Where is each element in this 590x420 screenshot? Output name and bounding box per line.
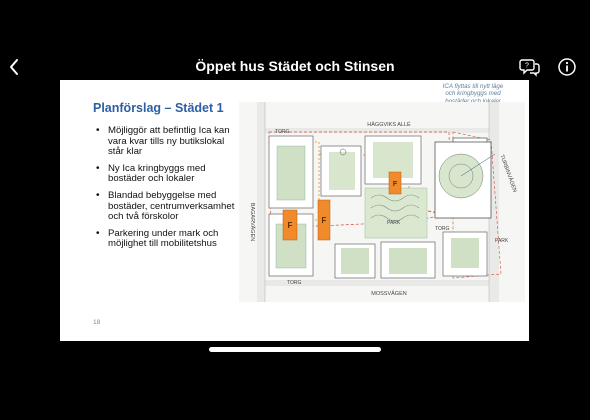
slide-title: Planförslag – Städet 1 — [93, 101, 224, 115]
street-label-mossvagen: MOSSVÄGEN — [371, 290, 406, 297]
map-annotation: ICA flyttas till nytt läge och kringbygg… — [442, 83, 504, 105]
speech-bubble-question-icon: ? — [519, 59, 540, 77]
site-plan-map: F F F HÄGGVIKS ALLÉ BAGARVÄGEN TURBINVÄG… — [239, 102, 525, 302]
torg-label: TORG — [435, 226, 449, 232]
info-button[interactable] — [557, 57, 577, 77]
bullet-list: Möjliggör att befintlig Ica kan vara kva… — [96, 125, 236, 256]
back-button[interactable] — [6, 56, 24, 78]
comments-button[interactable]: ? — [519, 57, 541, 77]
bullet-item: Parkering under mark och möjlighet till … — [96, 228, 236, 250]
chevron-left-icon — [10, 59, 18, 75]
top-bar: Öppet hus Städet och Stinsen ? — [0, 0, 590, 77]
torg-label: TORG — [287, 280, 301, 286]
svg-text:?: ? — [525, 63, 529, 70]
bullet-item: Blandad bebyggelse med bostäder, centrum… — [96, 190, 236, 223]
bullet-item: Ny Ica kringbyggs med bostäder och lokal… — [96, 163, 236, 185]
slide-number: 18 — [93, 319, 101, 326]
info-circle-icon — [558, 58, 576, 76]
document-title: Öppet hus Städet och Stinsen — [195, 58, 395, 74]
torg-label: TORG — [275, 129, 289, 135]
street-label-bagarvagen: BAGARVÄGEN — [249, 203, 256, 241]
preschool-label: F — [288, 221, 293, 230]
park-label: PARK — [387, 220, 401, 226]
home-indicator[interactable] — [209, 347, 381, 352]
park-label: PARK — [495, 238, 509, 244]
preschool-label: F — [393, 181, 398, 188]
street-label-haggviks: HÄGGVIKS ALLÉ — [367, 121, 411, 128]
preschool-label: F — [322, 216, 327, 225]
bullet-item: Möjliggör att befintlig Ica kan vara kva… — [96, 125, 236, 158]
slide[interactable]: Planförslag – Städet 1 Möjliggör att bef… — [60, 80, 529, 341]
